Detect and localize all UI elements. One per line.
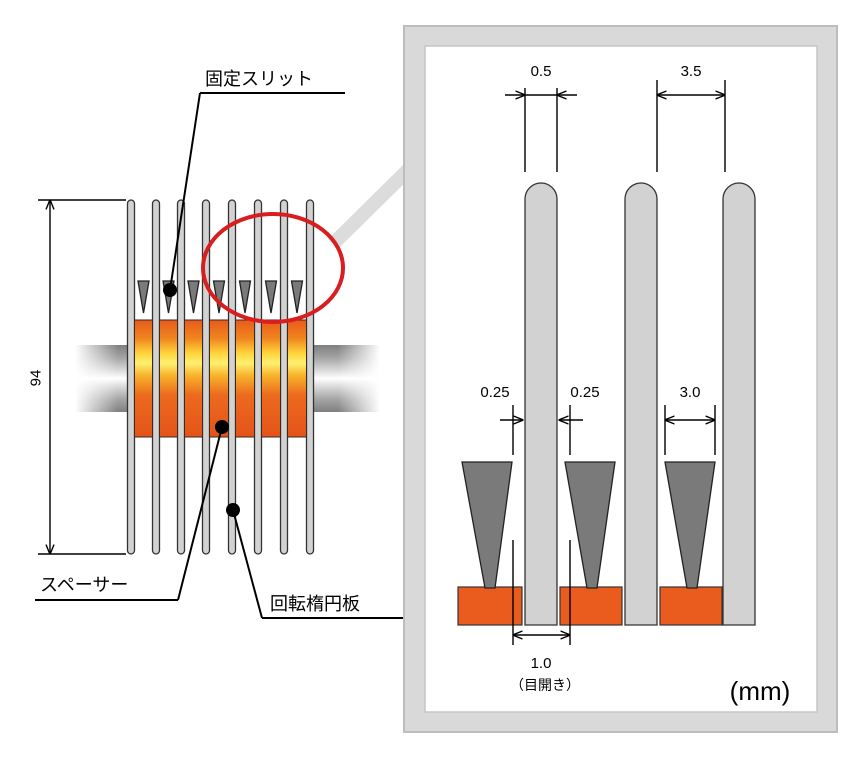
fixed-slit <box>264 280 278 314</box>
pitch-dimension: 3.5 <box>656 63 726 172</box>
opening-note: （目開き） <box>510 678 580 694</box>
rotating-plate <box>176 199 186 555</box>
zoom-connector <box>328 161 417 249</box>
detail-spacers <box>457 586 723 626</box>
spacer-block <box>287 319 307 438</box>
rotating-plate <box>126 199 136 555</box>
unit-label: (mm) <box>730 676 791 706</box>
spacer-block <box>261 319 281 438</box>
shaft-left-fade <box>75 345 128 412</box>
rotating-plate <box>151 199 161 555</box>
detail-rotating-plates <box>524 182 756 626</box>
fixed-slit-leader <box>169 92 201 291</box>
rotating-plate <box>279 199 289 555</box>
spacer-block <box>209 319 229 438</box>
slit-width-dimension: 3.0 <box>664 384 716 455</box>
fixed-slit-pointer-dot <box>163 283 177 297</box>
spacer-block <box>159 319 178 438</box>
plate-dimension: 0.5 <box>505 63 577 172</box>
fixed-slit <box>187 280 200 314</box>
rotating-disk-pointer-dot <box>226 503 240 517</box>
callout-fixed-slit: 固定スリット <box>163 69 345 297</box>
zoom-highlight-ellipse <box>201 212 345 324</box>
detail-rotating-plate <box>722 182 756 626</box>
spacer-block <box>134 319 153 438</box>
fixed-slit <box>137 280 150 314</box>
detail-spacer-block <box>659 586 723 626</box>
rotating-plate <box>253 199 263 555</box>
clearance-left-value: 0.25 <box>480 384 509 401</box>
spacers <box>134 319 307 438</box>
detail-rotating-plate <box>624 182 658 626</box>
rotating-disk-label: 回転楕円板 <box>270 594 360 615</box>
fixed-slit-label: 固定スリット <box>205 69 313 90</box>
rotating-plate <box>227 199 237 555</box>
slit-width-value: 3.0 <box>680 384 701 401</box>
detail-fixed-slit <box>664 461 716 589</box>
shaft <box>75 345 380 412</box>
clearance-right-value: 0.25 <box>570 384 599 401</box>
detail-view: 0.5 3.5 0.25 0.25 3.0 <box>403 25 838 733</box>
spacer-block <box>235 319 255 438</box>
spacer-block <box>184 319 203 438</box>
plate-dim-value: 0.5 <box>531 63 552 80</box>
shaft-right-fade <box>313 345 380 412</box>
detail-fixed-slit <box>564 461 616 589</box>
callout-spacer: スペーサー <box>35 420 229 601</box>
overview: 94 固定スリット スペーサー 回転楕円板 <box>28 69 417 619</box>
spacer-label: スペーサー <box>40 575 128 596</box>
spacer-pointer-dot <box>215 420 229 434</box>
spacer-leader <box>177 426 223 601</box>
height-dimension: 94 <box>28 199 126 555</box>
detail-fixed-slits <box>461 461 716 589</box>
rotating-disk-leader <box>232 509 263 619</box>
opening-dimension: 1.0 （目開き） <box>510 540 580 694</box>
detail-rotating-plate <box>524 182 558 626</box>
pitch-dim-value: 3.5 <box>681 63 702 80</box>
clearance-left-dimension: 0.25 <box>480 384 523 455</box>
clearance-right-dimension: 0.25 <box>559 384 600 455</box>
detail-spacer-block <box>457 586 523 626</box>
height-value: 94 <box>28 370 45 387</box>
callout-rotating-disk: 回転楕円板 <box>226 503 403 619</box>
rotating-plate <box>305 199 315 555</box>
fixed-slits <box>137 280 304 314</box>
detail-fixed-slit <box>461 461 513 589</box>
fixed-slit <box>238 280 252 314</box>
opening-value: 1.0 <box>531 655 552 672</box>
fixed-slit <box>290 280 304 314</box>
